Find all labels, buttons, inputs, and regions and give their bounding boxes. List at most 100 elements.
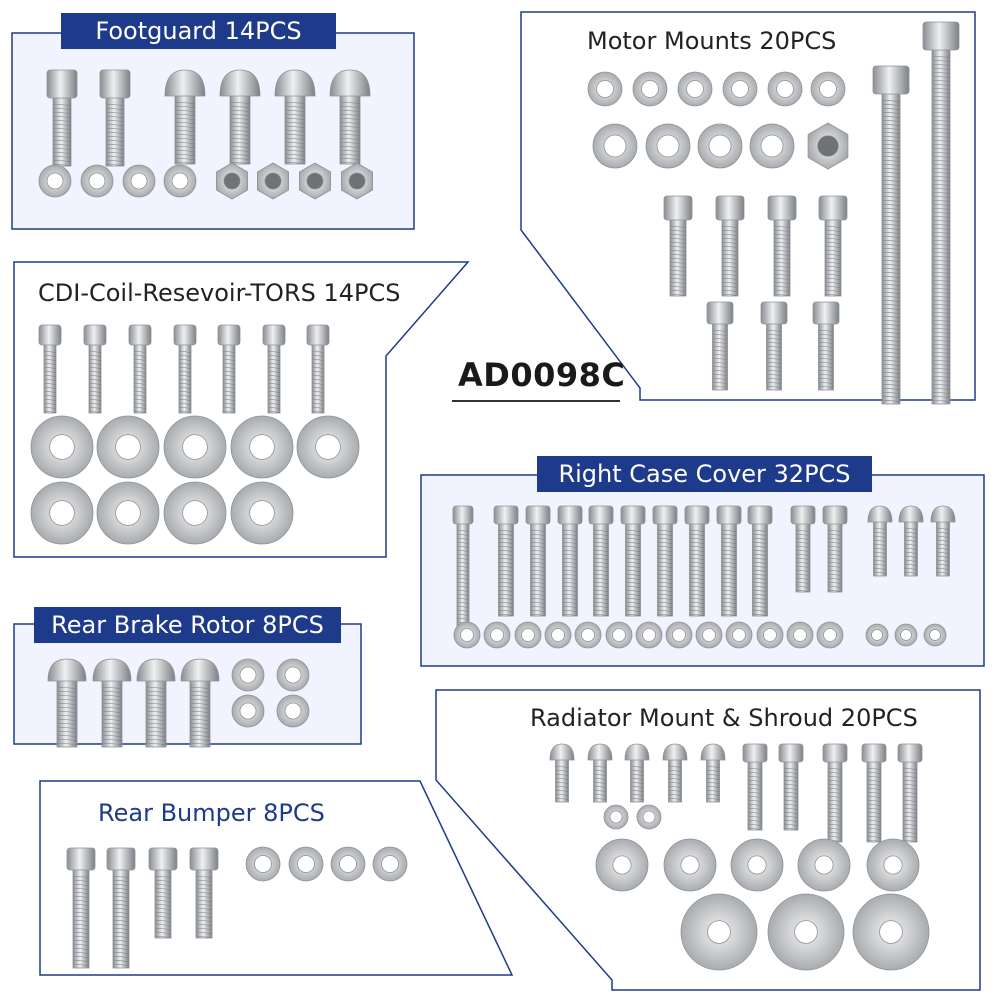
washer — [231, 658, 265, 692]
socket-bolt — [66, 847, 96, 969]
washer — [96, 415, 160, 479]
washer — [587, 71, 623, 107]
rear-brake-rotor-label: Rear Brake Rotor 8PCS — [34, 607, 341, 643]
washer — [866, 838, 920, 892]
socket-bolt — [148, 847, 178, 939]
washer — [514, 621, 542, 649]
washer — [163, 481, 227, 545]
socket-bolt — [652, 505, 678, 617]
washer — [96, 481, 160, 545]
washer — [231, 694, 265, 728]
washer — [663, 838, 717, 892]
washer — [632, 71, 668, 107]
washer — [645, 123, 691, 169]
washer — [865, 623, 889, 647]
washer — [330, 846, 366, 882]
socket-bolt — [662, 743, 688, 803]
washer — [230, 415, 294, 479]
socket-bolt — [99, 69, 131, 167]
socket-bolt — [715, 195, 745, 297]
washer — [163, 415, 227, 479]
socket-bolt — [588, 505, 614, 617]
socket-bolt — [822, 743, 848, 843]
cdi-coil-label: CDI-Coil-Resevoir-TORS 14PCS — [38, 279, 401, 307]
socket-bolt — [92, 658, 132, 748]
kit-code: AD0098C — [458, 356, 626, 394]
washer — [38, 164, 72, 198]
socket-bolt — [173, 324, 197, 414]
washer — [797, 838, 851, 892]
socket-bolt — [306, 324, 330, 414]
socket-bolt — [46, 69, 78, 167]
washer — [852, 893, 930, 971]
socket-bolt — [525, 505, 551, 617]
washer — [680, 893, 758, 971]
socket-bolt — [812, 301, 840, 391]
socket-bolt — [219, 69, 261, 165]
washer — [574, 621, 602, 649]
socket-bolt — [624, 743, 650, 803]
socket-bolt — [700, 743, 726, 803]
socket-bolt — [861, 743, 887, 843]
washer — [816, 621, 844, 649]
socket-bolt — [217, 324, 241, 414]
radiator-mount-panel — [435, 689, 981, 991]
washer — [372, 846, 408, 882]
socket-bolt — [83, 324, 107, 414]
washer — [756, 621, 784, 649]
washer — [810, 71, 846, 107]
socket-bolt — [189, 847, 219, 939]
socket-bolt — [620, 505, 646, 617]
motor-mounts-panel — [520, 11, 976, 401]
washer — [697, 123, 743, 169]
washer — [230, 481, 294, 545]
washer — [636, 804, 662, 830]
washer — [30, 481, 94, 545]
socket-bolt — [684, 505, 710, 617]
washer — [722, 71, 758, 107]
socket-bolt — [557, 505, 583, 617]
socket-bolt — [106, 847, 136, 969]
washer — [595, 838, 649, 892]
washer — [695, 621, 723, 649]
socket-bolt — [329, 69, 371, 165]
socket-bolt — [262, 324, 286, 414]
socket-bolt — [867, 505, 893, 577]
flange-nut — [257, 162, 289, 200]
washer — [605, 621, 633, 649]
rear-bumper-label: Rear Bumper 8PCS — [98, 799, 325, 827]
right-case-cover-label: Right Case Cover 32PCS — [537, 456, 872, 492]
socket-bolt — [663, 195, 693, 297]
washer — [749, 123, 795, 169]
hex-bolt — [922, 21, 960, 405]
washer — [894, 623, 918, 647]
washer — [483, 621, 511, 649]
hex-bolt — [872, 65, 910, 405]
socket-bolt — [274, 69, 316, 165]
flange-nut — [341, 162, 373, 200]
footguard-label: Footguard 14PCS — [61, 13, 336, 49]
washer — [767, 893, 845, 971]
socket-bolt — [38, 324, 62, 414]
washer — [730, 838, 784, 892]
socket-bolt — [47, 658, 87, 748]
socket-bolt — [778, 743, 804, 831]
washer — [276, 694, 310, 728]
socket-bolt — [822, 505, 848, 593]
socket-bolt — [716, 505, 742, 617]
washer — [592, 123, 638, 169]
socket-bolt — [742, 743, 768, 831]
washer — [163, 164, 197, 198]
washer — [296, 415, 360, 479]
washer — [786, 621, 814, 649]
socket-bolt — [818, 195, 848, 297]
radiator-mount-label: Radiator Mount & Shroud 20PCS — [530, 704, 918, 732]
washer — [635, 621, 663, 649]
socket-bolt — [128, 324, 152, 414]
socket-bolt — [180, 658, 220, 748]
socket-bolt — [493, 505, 519, 617]
socket-bolt — [930, 505, 956, 577]
socket-bolt — [747, 505, 773, 617]
socket-bolt — [790, 505, 816, 593]
